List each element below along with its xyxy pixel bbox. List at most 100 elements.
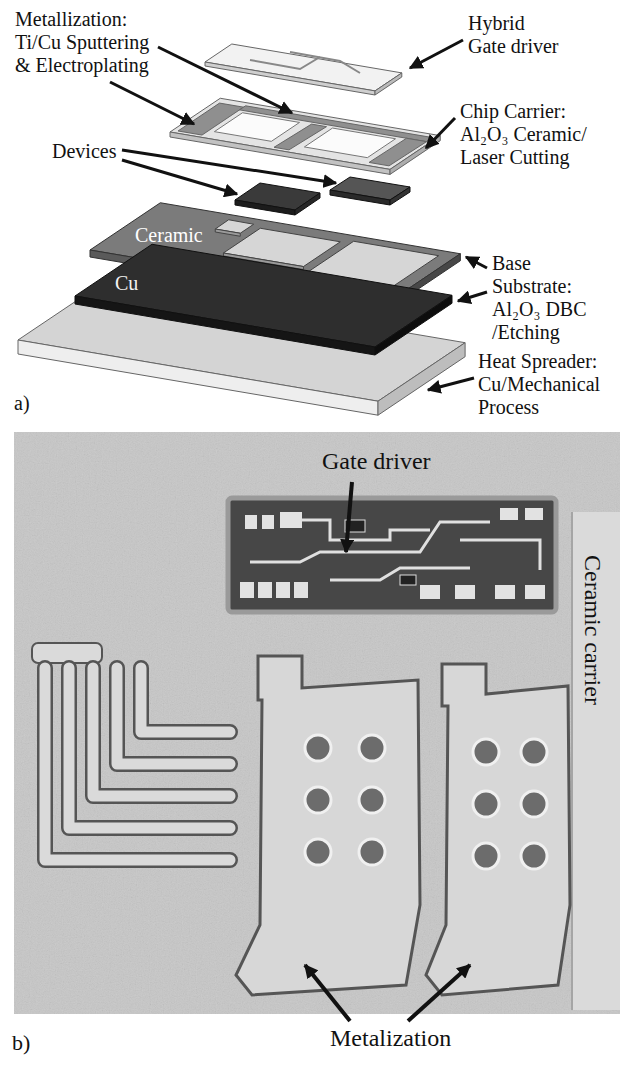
- metal-comb: [69, 668, 230, 828]
- metal-comb: [45, 668, 230, 860]
- photo-background: [14, 432, 620, 1014]
- heat-spreader: [18, 340, 378, 415]
- callout-label: Heat Spreader: Cu/Mechanical Process: [478, 350, 608, 419]
- device-chip: [235, 200, 295, 215]
- device-pad: [305, 787, 331, 813]
- gate-driver-module: [240, 582, 254, 598]
- metal-comb: [141, 668, 230, 732]
- metal-comb: [32, 643, 230, 860]
- metal-comb: [93, 668, 230, 796]
- leader-arrow: [458, 292, 487, 301]
- gate-driver-module: [228, 498, 556, 612]
- label-slot: Hybrid Gate driver: [468, 12, 563, 58]
- leader-arrow: [466, 257, 487, 268]
- device-pad: [305, 735, 331, 761]
- text-slot: Ceramic: [135, 224, 203, 247]
- callout-label: Gate driver: [322, 448, 431, 476]
- gate-driver-module: [495, 585, 515, 599]
- gate-driver-module: [276, 582, 290, 598]
- gate-driver-plate: [375, 73, 402, 95]
- device-chip: [295, 193, 320, 215]
- leader-arrow: [110, 82, 194, 124]
- panel-letter: a): [14, 392, 30, 415]
- metal-comb: [141, 668, 230, 732]
- layer-face: [75, 296, 375, 355]
- callout-label: Devices: [52, 140, 116, 163]
- layer-name: Ceramic: [135, 224, 203, 247]
- gate-driver-module: [228, 498, 556, 612]
- metal-comb: [69, 668, 230, 828]
- layer-face: [375, 295, 452, 355]
- device-pad: [521, 739, 547, 765]
- gate-driver-module: [500, 508, 518, 520]
- gate-driver-module: [400, 575, 416, 585]
- gate-driver-module: [420, 585, 440, 599]
- device-pad: [521, 843, 547, 869]
- chip-carrier: [214, 113, 299, 142]
- layer-face: [215, 229, 240, 236]
- chip-carrier: [304, 128, 395, 158]
- label-slot: Metalization: [330, 1025, 451, 1053]
- device-pad: [521, 791, 547, 817]
- device-pad: [359, 787, 385, 813]
- text-slot: Cu: [115, 272, 138, 295]
- label-slot: Metallization: Ti/Cu Sputtering & Electr…: [15, 8, 160, 77]
- device-pad: [426, 664, 570, 995]
- gate-driver-module: [240, 508, 545, 599]
- label-slot: Chip Carrier: Al₂O₃ Ceramic/ Laser Cutti…: [460, 100, 605, 169]
- gate-driver-module: [258, 582, 272, 598]
- metal-comb: [45, 668, 230, 860]
- photo-background: [572, 512, 620, 1010]
- metal-comb: [117, 668, 230, 764]
- device-pad: [359, 839, 385, 865]
- gate-driver-module: [525, 508, 543, 520]
- gate-driver-module: [262, 515, 274, 529]
- callout-label: Chip Carrier: Al₂O₃ Ceramic/ Laser Cutti…: [460, 100, 605, 169]
- gate-driver-module: [460, 540, 540, 570]
- label-slot: a): [14, 392, 30, 415]
- gate-driver-plate: [205, 44, 402, 95]
- label-slot: Heat Spreader: Cu/Mechanical Process: [478, 350, 608, 419]
- gate-driver-module: [250, 522, 490, 562]
- callout-label: Metallization: Ti/Cu Sputtering & Electr…: [15, 8, 160, 77]
- metal-comb: [117, 668, 230, 764]
- leader-arrow: [410, 40, 463, 68]
- device-pad: [473, 791, 499, 817]
- panel-letter: b): [12, 1030, 30, 1055]
- callout-label: Metalization: [330, 1025, 451, 1053]
- region-label: Ceramic carrier: [578, 555, 606, 705]
- leader-arrow: [408, 965, 470, 1021]
- leader-arrow: [428, 378, 474, 390]
- gate-driver-module: [300, 520, 430, 540]
- device-pad: [473, 843, 499, 869]
- gate-driver-module: [455, 585, 475, 599]
- label-slot: b): [12, 1030, 30, 1055]
- leader-arrow: [346, 482, 352, 552]
- metal-comb: [45, 668, 230, 860]
- leader-arrow: [158, 47, 292, 113]
- device-pad: [305, 735, 547, 869]
- copper-layer: Cu: [73, 242, 455, 358]
- device-pad: [305, 839, 331, 865]
- label-slot: Devices: [52, 140, 116, 163]
- callout-label: Base Substrate: Al₂O₃ DBC /Etching: [492, 252, 602, 344]
- leader-arrow: [122, 150, 336, 183]
- gate-driver-module: [294, 582, 308, 598]
- device-chip: [235, 177, 410, 215]
- label-slot: Gate driver: [322, 448, 431, 476]
- label-slot: Base Substrate: Al₂O₃ DBC /Etching: [492, 252, 602, 344]
- device-chip: [390, 187, 410, 205]
- leader-arrow: [426, 118, 455, 148]
- device-pad: [236, 656, 570, 995]
- leader-arrow: [305, 965, 350, 1021]
- device-pad: [236, 656, 420, 995]
- metal-comb: [93, 668, 230, 796]
- gate-driver-module: [245, 515, 257, 529]
- photo-background: [14, 432, 620, 1014]
- gate-driver-plate: [290, 52, 360, 73]
- leader-arrow: [122, 160, 237, 194]
- layer-name: Cu: [115, 272, 138, 295]
- gate-driver-module: [280, 512, 302, 528]
- metal-comb: [32, 643, 102, 663]
- device-pad: [473, 739, 499, 765]
